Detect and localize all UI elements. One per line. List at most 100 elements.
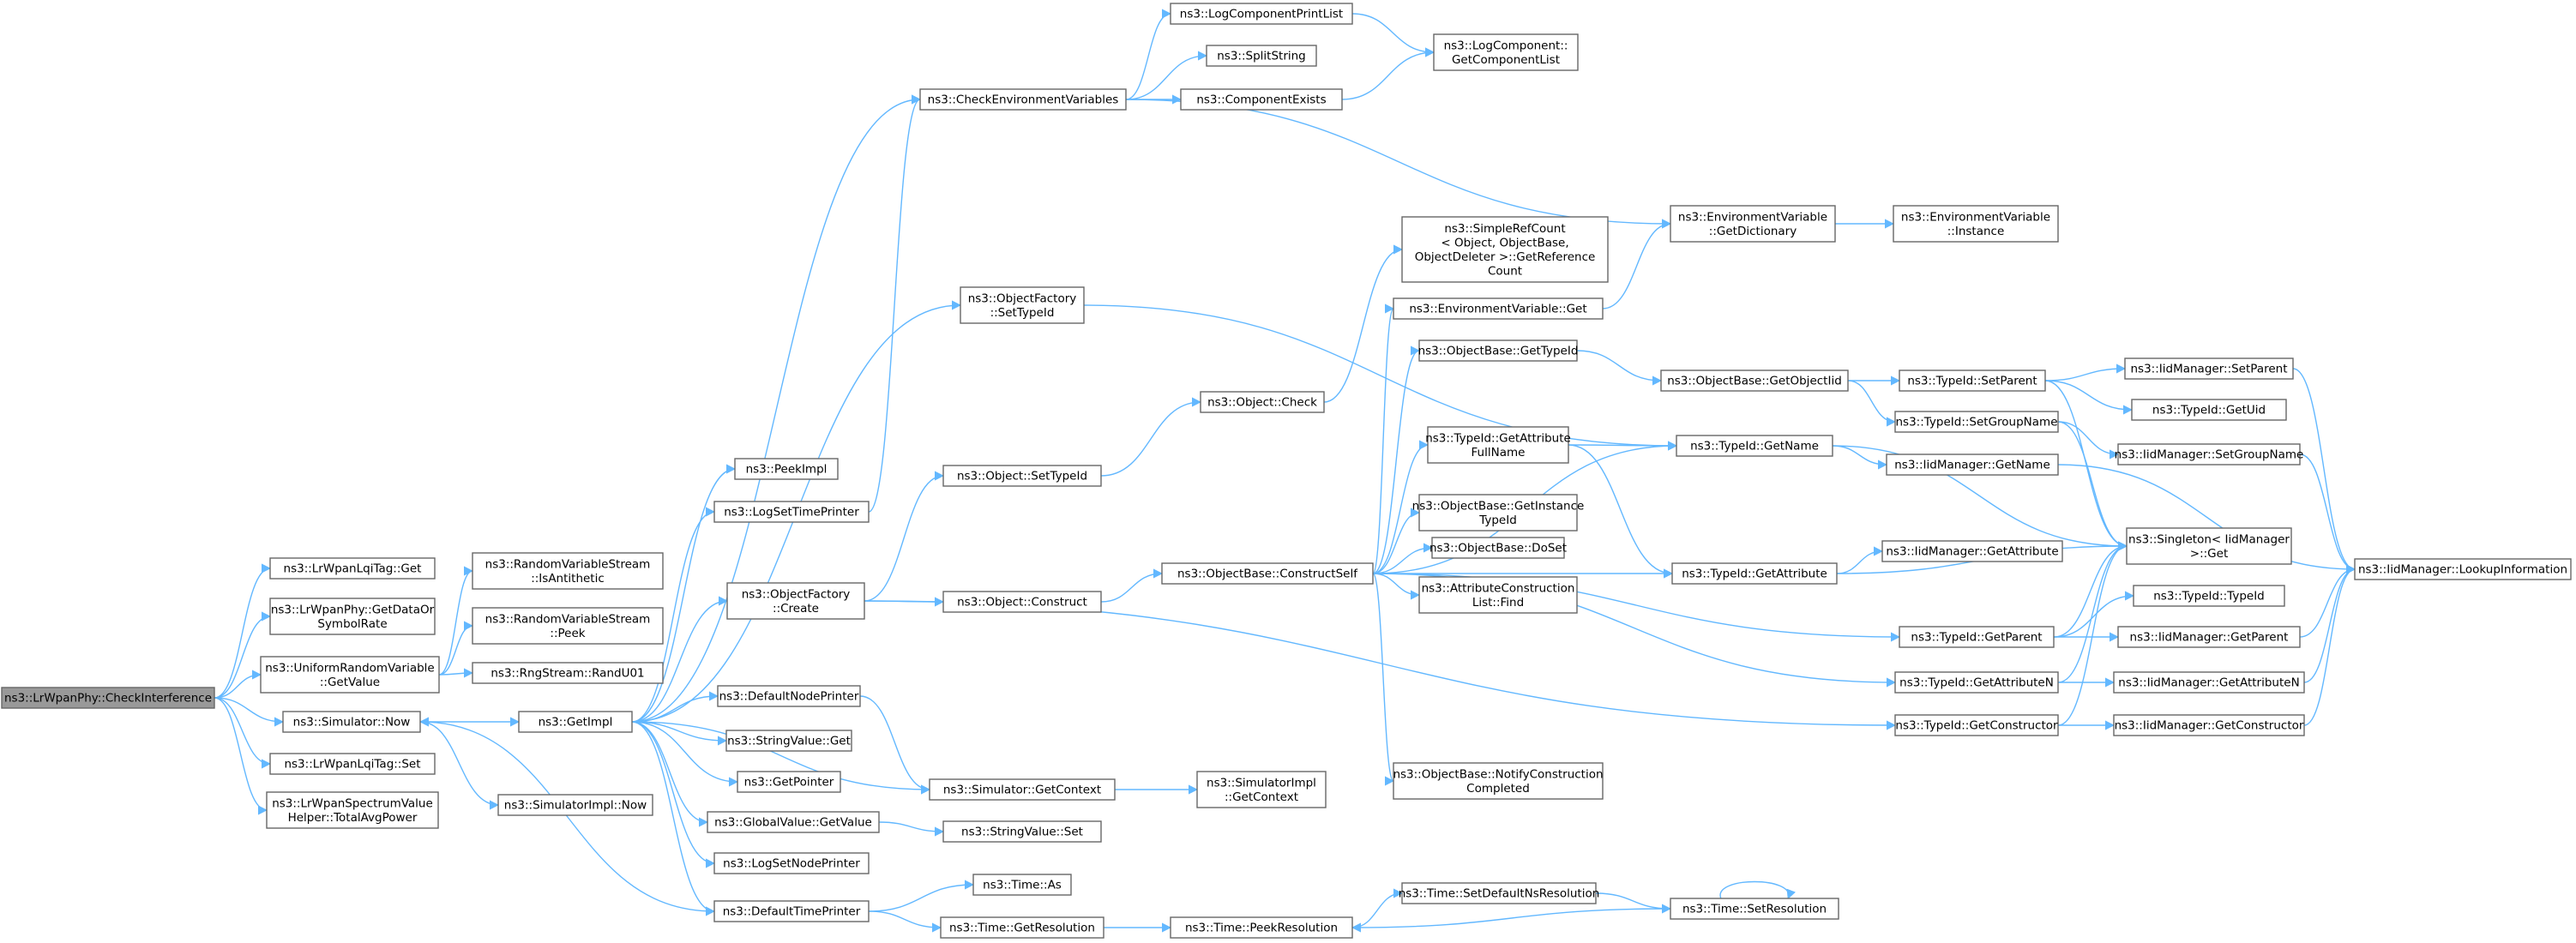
function-node[interactable]: ns3::IidManager::SetGroupName	[2115, 443, 2304, 465]
function-node[interactable]: ns3::GlobalValue::GetValue	[707, 811, 880, 833]
call-edge	[2057, 541, 2128, 726]
function-node[interactable]: ns3::Time::GetResolution	[940, 916, 1104, 939]
function-node[interactable]: ns3::DefaultNodePrinter	[717, 685, 861, 707]
function-node[interactable]: ns3::RngStream::RandU01	[472, 662, 664, 684]
root-function-node[interactable]: ns3::LrWpanPhy::CheckInterference	[1, 687, 215, 709]
function-node[interactable]: ns3::ObjectBase::GetObjectIid	[1660, 369, 1849, 392]
function-node[interactable]: ns3::LrWpanSpectrumValueHelper::TotalAvg…	[266, 791, 439, 829]
function-node[interactable]: ns3::ObjectBase::ConstructSelf	[1161, 562, 1374, 585]
function-node[interactable]: ns3::RandomVariableStream::Peek	[472, 607, 664, 645]
function-box	[1899, 369, 2046, 392]
function-node[interactable]: ns3::ComponentExists	[1180, 88, 1343, 111]
call-edge	[419, 721, 500, 810]
function-label: ns3::IidManager::SetParent	[2131, 363, 2288, 376]
function-label: SymbolRate	[317, 617, 387, 631]
function-node[interactable]: ns3::TypeId::GetConstructor	[1894, 714, 2059, 736]
function-node[interactable]: ns3::ObjectBase::DoSet	[1429, 537, 1567, 559]
function-label: ns3::GetImpl	[539, 716, 613, 730]
function-node[interactable]: ns3::UniformRandomVariable::GetValue	[260, 656, 440, 694]
function-node[interactable]: ns3::TypeId::GetAttribute	[1671, 562, 1838, 585]
function-node[interactable]: ns3::IidManager::GetParent	[2117, 626, 2301, 648]
function-node[interactable]: ns3::LogComponentPrintList	[1170, 3, 1353, 25]
function-box	[942, 465, 1102, 487]
function-node[interactable]: ns3::Time::SetResolution	[1670, 898, 1839, 920]
function-node[interactable]: ns3::Object::SetTypeId	[942, 465, 1102, 487]
function-node[interactable]: ns3::LrWpanLqiTag::Set	[269, 753, 436, 775]
function-node[interactable]: ns3::EnvironmentVariable::Instance	[1893, 205, 2059, 243]
function-box	[269, 598, 436, 635]
function-node[interactable]: ns3::Time::As	[972, 874, 1072, 896]
function-node[interactable]: ns3::TypeId::SetGroupName	[1894, 411, 2059, 433]
call-edge	[214, 670, 262, 699]
function-node[interactable]: ns3::TypeId::GetParent	[1899, 626, 2055, 648]
function-label: ns3::TypeId::GetAttributeN	[1899, 676, 2054, 690]
function-node[interactable]: ns3::Simulator::GetContext	[929, 778, 1116, 801]
call-edge	[1372, 440, 1429, 574]
function-node[interactable]: ns3::LogComponent::GetComponentList	[1433, 33, 1579, 71]
function-node[interactable]: ns3::IidManager::GetConstructor	[2113, 714, 2305, 736]
function-node[interactable]: ns3::Singleton< IidManager>::Get	[2126, 527, 2292, 565]
function-node[interactable]: ns3::Object::Construct	[942, 591, 1102, 613]
function-label: ns3::RngStream::RandU01	[491, 667, 644, 681]
function-box	[942, 591, 1102, 613]
function-label: ns3::ObjectBase::GetObjectIid	[1667, 375, 1842, 388]
function-node[interactable]: ns3::ObjectFactory::Create	[726, 582, 865, 620]
function-node[interactable]: ns3::TypeId::GetName	[1676, 435, 1833, 457]
call-edge	[631, 721, 716, 916]
function-node[interactable]: ns3::LogSetNodePrinter	[713, 852, 870, 874]
call-edge	[214, 697, 272, 769]
function-node[interactable]: ns3::ObjectBase::NotifyConstructionCompl…	[1393, 762, 1604, 800]
call-edge	[2299, 453, 2356, 574]
function-node[interactable]: ns3::RandomVariableStream::IsAntithetic	[472, 552, 664, 590]
call-edge	[2292, 368, 2356, 574]
function-node[interactable]: ns3::IidManager::GetAttribute	[1881, 540, 2063, 562]
call-edge	[2044, 363, 2127, 381]
function-node[interactable]: ns3::CheckEnvironmentVariables	[919, 88, 1127, 111]
function-node[interactable]: ns3::DefaultTimePrinter	[713, 900, 870, 922]
function-node[interactable]: ns3::Object::Check	[1200, 391, 1325, 413]
function-node[interactable]: ns3::PeekImpl	[734, 458, 839, 480]
function-node[interactable]: ns3::LrWpanLqiTag::Get	[269, 557, 436, 580]
function-node[interactable]: ns3::TypeId::TypeId	[2133, 585, 2285, 607]
function-node[interactable]: ns3::SimulatorImpl::GetContext	[1196, 771, 1327, 808]
function-node[interactable]: ns3::IidManager::GetName	[1886, 453, 2059, 476]
function-node[interactable]: ns3::ObjectBase::GetTypeId	[1418, 339, 1579, 362]
function-node[interactable]: ns3::StringValue::Get	[725, 730, 852, 752]
call-edge	[631, 507, 716, 723]
function-node[interactable]: ns3::SimpleRefCount< Object, ObjectBase,…	[1401, 216, 1609, 283]
function-node[interactable]: ns3::TypeId::GetUid	[2131, 399, 2287, 421]
function-node[interactable]: ns3::IidManager::SetParent	[2124, 357, 2294, 380]
function-box	[472, 607, 664, 645]
function-node[interactable]: ns3::EnvironmentVariable::GetDictionary	[1670, 205, 1836, 243]
function-node[interactable]: ns3::Time::SetDefaultNsResolution	[1399, 882, 1600, 904]
function-node[interactable]: ns3::TypeId::GetAttributeN	[1894, 671, 2059, 694]
function-node[interactable]: ns3::SplitString	[1206, 45, 1317, 67]
call-edge	[1372, 573, 1395, 786]
function-node[interactable]: ns3::Time::PeekResolution	[1170, 916, 1353, 939]
function-box	[1886, 453, 2059, 476]
function-node[interactable]: ns3::ObjectFactory::SetTypeId	[960, 286, 1085, 324]
function-label: ns3::DefaultTimePrinter	[723, 905, 861, 919]
function-node[interactable]: ns3::SimulatorImpl::Now	[497, 794, 653, 816]
function-box	[1401, 216, 1609, 283]
function-nodes: ns3::LrWpanPhy::CheckInterferencens3::Lr…	[1, 3, 2572, 939]
function-node[interactable]: ns3::Simulator::Now	[282, 711, 421, 733]
function-node[interactable]: ns3::IidManager::GetAttributeN	[2113, 671, 2305, 694]
function-node[interactable]: ns3::TypeId::SetParent	[1899, 369, 2046, 392]
function-node[interactable]: ns3::GetPointer	[737, 771, 841, 793]
function-node[interactable]: ns3::EnvironmentVariable::Get	[1393, 297, 1604, 320]
function-label: ns3::EnvironmentVariable	[1678, 210, 1827, 224]
function-node[interactable]: ns3::IidManager::LookupInformation	[2354, 558, 2572, 580]
function-box	[1894, 671, 2059, 694]
function-node[interactable]: ns3::LogSetTimePrinter	[713, 501, 870, 523]
function-label: ns3::TypeId::TypeId	[2153, 590, 2265, 604]
function-node[interactable]: ns3::StringValue::Set	[942, 820, 1102, 843]
call-edge	[438, 566, 474, 676]
function-box	[472, 552, 664, 590]
function-node[interactable]: ns3::GetImpl	[518, 711, 633, 733]
